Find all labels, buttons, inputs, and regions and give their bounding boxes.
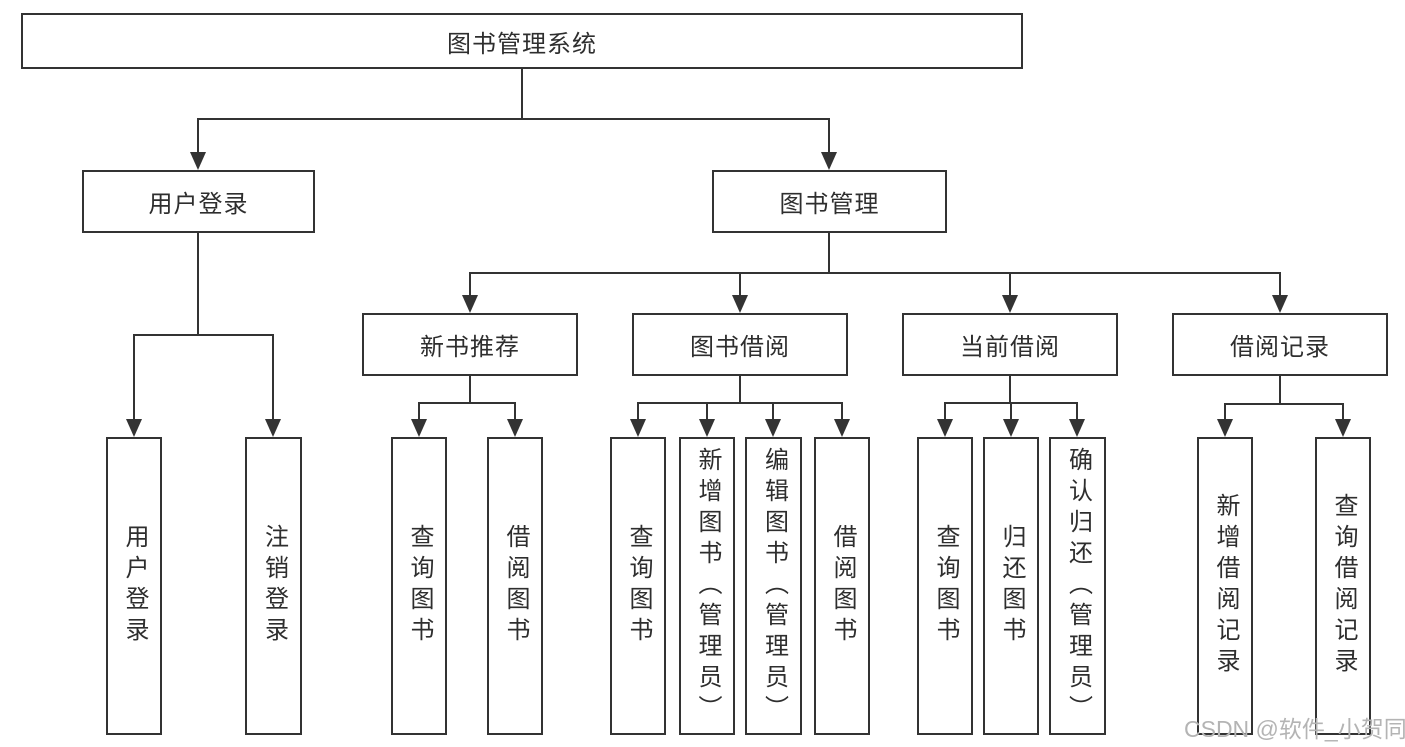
connector-line bbox=[197, 118, 199, 152]
arrowhead-icon bbox=[507, 419, 523, 437]
leaf-query-books-current: 查询图书 bbox=[917, 437, 973, 735]
node-book-borrowing-label: 图书借阅 bbox=[690, 334, 790, 361]
leaf-borrow-books-recommend: 借阅图书 bbox=[487, 437, 543, 735]
leaf-confirm-return-admin-label: 确认归还（管理员） bbox=[1064, 446, 1092, 726]
leaf-query-books-recommend-label: 查询图书 bbox=[406, 524, 433, 648]
arrowhead-icon bbox=[462, 295, 478, 313]
connector-line bbox=[197, 118, 830, 120]
connector-line bbox=[133, 334, 273, 336]
node-library-system: 图书管理系统 bbox=[21, 13, 1023, 69]
node-book-borrowing: 图书借阅 bbox=[632, 313, 848, 376]
connector-line bbox=[739, 376, 741, 404]
node-borrowing-records: 借阅记录 bbox=[1172, 313, 1388, 376]
node-current-borrowing: 当前借阅 bbox=[902, 313, 1118, 376]
arrowhead-icon bbox=[1003, 419, 1019, 437]
leaf-query-borrow-record: 查询借阅记录 bbox=[1315, 437, 1371, 735]
arrowhead-icon bbox=[411, 419, 427, 437]
leaf-query-books-borrow: 查询图书 bbox=[610, 437, 666, 735]
leaf-add-borrow-record: 新增借阅记录 bbox=[1197, 437, 1253, 735]
leaf-add-book-admin: 新增图书（管理员） bbox=[679, 437, 735, 735]
connector-line bbox=[469, 272, 1281, 274]
leaf-logout-label: 注销登录 bbox=[260, 524, 288, 648]
leaf-borrow-books-recommend-label: 借阅图书 bbox=[502, 524, 529, 648]
arrowhead-icon bbox=[190, 152, 206, 170]
arrowhead-icon bbox=[821, 152, 837, 170]
connector-line bbox=[828, 233, 830, 274]
connector-line bbox=[841, 402, 843, 419]
connector-line bbox=[272, 334, 274, 419]
leaf-query-books-current-label: 查询图书 bbox=[932, 524, 959, 648]
connector-line bbox=[521, 69, 523, 120]
arrowhead-icon bbox=[732, 295, 748, 313]
leaf-add-book-admin-label: 新增图书（管理员） bbox=[694, 446, 721, 726]
connector-line bbox=[197, 233, 199, 336]
connector-line bbox=[828, 118, 830, 152]
connector-line bbox=[418, 402, 420, 419]
connector-line bbox=[1342, 403, 1344, 419]
arrowhead-icon bbox=[1002, 295, 1018, 313]
connector-line bbox=[739, 272, 741, 295]
node-new-book-recommendation-label: 新书推荐 bbox=[420, 334, 520, 361]
leaf-borrow-books-borrow: 借阅图书 bbox=[814, 437, 870, 735]
connector-line bbox=[514, 402, 516, 419]
connector-line bbox=[133, 334, 135, 419]
leaf-confirm-return-admin: 确认归还（管理员） bbox=[1049, 437, 1106, 735]
connector-line bbox=[944, 402, 946, 419]
node-book-management-label: 图书管理 bbox=[779, 191, 880, 218]
arrowhead-icon bbox=[265, 419, 281, 437]
connector-line bbox=[1009, 272, 1011, 295]
node-user-login-label: 用户登录 bbox=[148, 191, 249, 218]
leaf-user-login: 用户登录 bbox=[106, 437, 162, 735]
connector-line bbox=[469, 376, 471, 404]
leaf-query-books-borrow-label: 查询图书 bbox=[625, 524, 652, 648]
leaf-query-borrow-record-label: 查询借阅记录 bbox=[1330, 493, 1357, 679]
leaf-return-book-label: 归还图书 bbox=[998, 524, 1025, 648]
leaf-borrow-books-borrow-label: 借阅图书 bbox=[829, 524, 856, 648]
node-new-book-recommendation: 新书推荐 bbox=[362, 313, 578, 376]
leaf-return-book: 归还图书 bbox=[983, 437, 1039, 735]
connector-line bbox=[637, 402, 639, 419]
connector-line bbox=[772, 402, 774, 419]
arrowhead-icon bbox=[1069, 419, 1085, 437]
arrowhead-icon bbox=[630, 419, 646, 437]
connector-line bbox=[1224, 403, 1226, 419]
leaf-add-borrow-record-label: 新增借阅记录 bbox=[1212, 493, 1239, 679]
leaf-logout: 注销登录 bbox=[245, 437, 302, 735]
connector-line bbox=[706, 402, 708, 419]
node-library-system-label: 图书管理系统 bbox=[447, 30, 597, 58]
arrowhead-icon bbox=[1217, 419, 1233, 437]
connector-line bbox=[1009, 376, 1011, 404]
leaf-edit-book-admin: 编辑图书（管理员） bbox=[745, 437, 802, 735]
connector-line bbox=[469, 272, 471, 295]
connector-line bbox=[418, 402, 516, 404]
connector-line bbox=[1076, 402, 1078, 419]
node-current-borrowing-label: 当前借阅 bbox=[960, 334, 1060, 361]
arrowhead-icon bbox=[1335, 419, 1351, 437]
arrowhead-icon bbox=[1272, 295, 1288, 313]
connector-line bbox=[1279, 376, 1281, 405]
arrowhead-icon bbox=[765, 419, 781, 437]
node-book-management: 图书管理 bbox=[712, 170, 947, 233]
arrowhead-icon bbox=[834, 419, 850, 437]
connector-line bbox=[1224, 403, 1344, 405]
arrowhead-icon bbox=[126, 419, 142, 437]
arrowhead-icon bbox=[699, 419, 715, 437]
arrowhead-icon bbox=[937, 419, 953, 437]
connector-line bbox=[637, 402, 843, 404]
leaf-edit-book-admin-label: 编辑图书（管理员） bbox=[760, 446, 788, 726]
connector-line bbox=[1279, 272, 1281, 295]
connector-line bbox=[1010, 402, 1012, 419]
node-borrowing-records-label: 借阅记录 bbox=[1230, 334, 1330, 361]
leaf-user-login-label: 用户登录 bbox=[121, 524, 148, 648]
watermark: CSDN @软件_小贺同学 bbox=[1184, 716, 1405, 742]
leaf-query-books-recommend: 查询图书 bbox=[391, 437, 447, 735]
node-user-login: 用户登录 bbox=[82, 170, 315, 233]
